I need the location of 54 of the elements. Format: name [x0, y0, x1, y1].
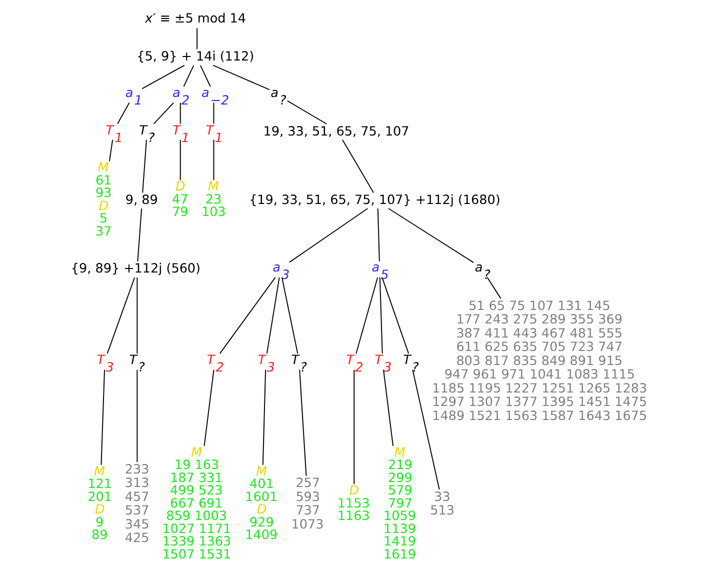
- node-text: M 219 299 579 797 1059 1139 1419 1619: [383, 445, 416, 562]
- node-text: 19, 33, 51, 65, 75, 107: [262, 124, 409, 140]
- connector: [382, 369, 394, 446]
- connector: [116, 102, 130, 124]
- connector: [179, 102, 180, 124]
- connector: [262, 369, 266, 466]
- connector: [152, 102, 174, 124]
- connector: [266, 276, 280, 354]
- connector: [486, 276, 501, 300]
- connector: [136, 276, 138, 354]
- node-text: 51 65 75 107 131 145 177 243 275 289 355 369 387 411 443 467 481 555 611 625 635 705 723 747 803 817 835 849 891 915 947 961 971 1041 1083 1115 1185 1195 1227 1251 1265 1283 1297 1307 1377 1395 1451 1475 1489 1521 1563 1587 1643 1675: [432, 298, 647, 424]
- node-text: {9, 89} +112j (560): [70, 262, 200, 277]
- connector: [199, 64, 210, 87]
- node-text: 33 513: [430, 490, 454, 519]
- connector: [381, 276, 409, 354]
- node-text: 9, 89: [124, 192, 158, 208]
- connector: [341, 139, 374, 194]
- connector: [196, 28, 198, 50]
- connector: [179, 139, 180, 181]
- connector: [376, 208, 380, 262]
- connector: [212, 102, 214, 124]
- connector: [378, 276, 382, 354]
- connector: [388, 208, 474, 264]
- node-text: D 47 79: [172, 180, 188, 220]
- node-text: 233 313 457 537 345 425: [124, 462, 149, 546]
- node-text: x′ ≡ ±5 mod 14: [144, 11, 246, 26]
- connector: [136, 208, 142, 262]
- connector: [218, 276, 276, 354]
- connector: [106, 276, 135, 354]
- node-text: 257 593 737 1073: [290, 476, 324, 532]
- connector: [280, 276, 298, 354]
- connector: [108, 139, 113, 162]
- connector: [298, 369, 306, 476]
- connector: [136, 369, 138, 462]
- connector: [286, 100, 327, 124]
- node-text: M 61 93 D 5 37: [94, 160, 112, 240]
- connector: [141, 64, 184, 90]
- node-text: M 23 103: [200, 180, 226, 220]
- node-text: M 121 201 D 9 89: [87, 464, 112, 544]
- connector: [182, 64, 194, 87]
- connector: [412, 369, 440, 490]
- connector: [203, 369, 214, 446]
- node-text: {19, 33, 51, 65, 75, 107} +112j (1680): [248, 192, 500, 208]
- connector: [100, 369, 105, 466]
- node-text: {5, 9} + 14i (112): [136, 50, 254, 65]
- connector: [355, 276, 378, 354]
- node-text: D 1153 1163: [336, 484, 370, 524]
- connector: [212, 139, 214, 181]
- node-text: M 401 1601 D 929 1409: [244, 464, 278, 544]
- node-text: M 19 163 187 331 499 523 667 691 859 1003 1027 1171 1339 1363 1507 1531: [162, 445, 231, 562]
- connector: [288, 208, 368, 263]
- connector: [212, 64, 270, 90]
- connector: [142, 139, 146, 194]
- connector: [353, 369, 354, 485]
